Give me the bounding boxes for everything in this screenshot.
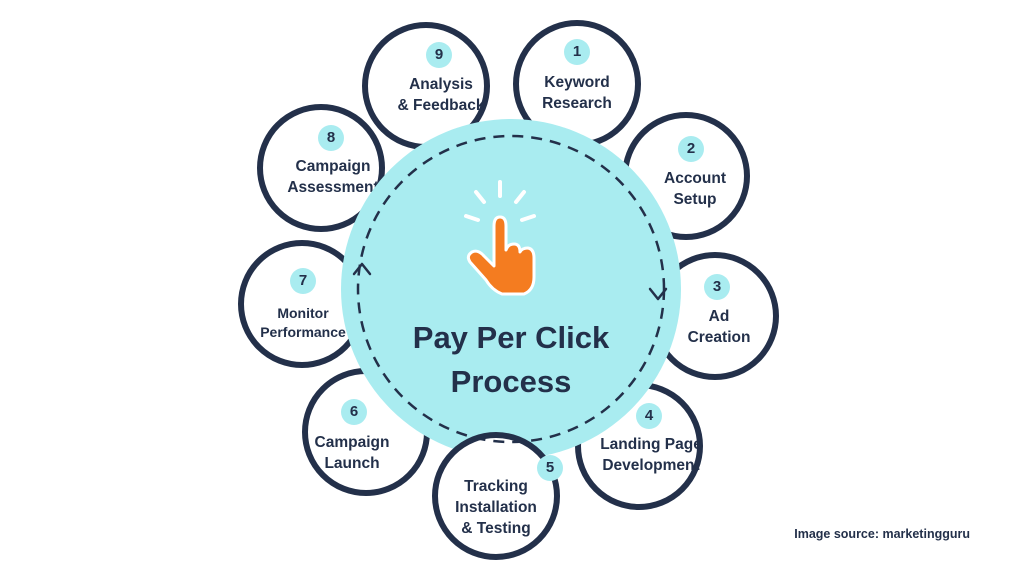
step-1-badge: 1 xyxy=(564,39,590,65)
diagram-title: Pay Per Click Process xyxy=(412,320,610,399)
step-4-label: Landing Page Development xyxy=(600,436,702,474)
image-source-caption: Image source: marketingguru xyxy=(794,527,970,541)
step-7-badge: 7 xyxy=(290,268,316,294)
step-9-label: Analysis & Feedback xyxy=(397,76,485,114)
dashed-circular-arrow-icon xyxy=(352,134,668,444)
step-2-label: Account Setup xyxy=(664,170,726,208)
step-8-circle: 8 Campaign Assessment xyxy=(257,104,385,232)
step-6-badge: 6 xyxy=(341,399,367,425)
step-7-label: Monitor Performance xyxy=(260,305,346,340)
step-4-badge: 4 xyxy=(636,403,662,429)
pointing-hand-click-icon xyxy=(464,180,536,296)
step-5-circle: 5 Tracking Installation & Testing xyxy=(432,432,563,560)
step-9-circle: 9 Analysis & Feedback xyxy=(362,22,490,150)
step-3-label: Ad Creation xyxy=(687,308,751,346)
step-1-label: Keyword Research xyxy=(542,74,612,112)
step-8-badge: 8 xyxy=(318,125,344,151)
step-6-label: Campaign Launch xyxy=(314,434,390,472)
step-3-badge: 3 xyxy=(704,274,730,300)
step-5-badge: 5 xyxy=(537,455,563,481)
step-2-badge: 2 xyxy=(678,136,704,162)
step-5-label: Tracking Installation & Testing xyxy=(455,478,537,537)
step-8-label: Campaign Assessment xyxy=(287,158,379,196)
step-9-badge: 9 xyxy=(426,42,452,68)
